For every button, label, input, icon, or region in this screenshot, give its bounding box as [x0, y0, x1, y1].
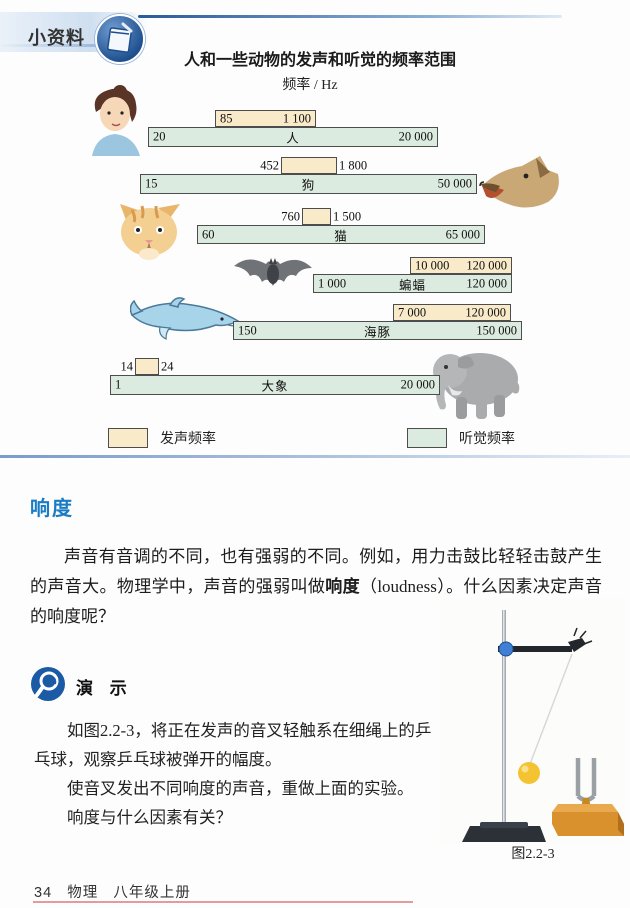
hearing-min: 20: [153, 129, 166, 144]
vocal-min: 85: [220, 111, 233, 125]
vocal-max: 1 800: [339, 158, 368, 172]
hearing-max: 65 000: [445, 227, 480, 241]
animal-name: 狗: [301, 178, 316, 193]
header-rule-bottom: [0, 44, 112, 47]
chart-title: 人和一些动物的发声和听觉的频率范围: [183, 52, 456, 69]
vocal-max: 24: [161, 359, 174, 373]
hearing-min: 60: [202, 227, 215, 241]
hearing-min: 15: [145, 176, 158, 191]
legend-hearing-swatch: [407, 428, 447, 448]
page-footer: 34 物理 八年级上册: [34, 881, 191, 902]
vocal-max: 1 100: [282, 111, 311, 125]
vocal-max: 120 000: [466, 258, 507, 272]
elephant-illustration: [433, 353, 520, 419]
section-heading-loudness: 响度: [30, 498, 74, 520]
animal-name: 人: [286, 131, 300, 146]
legend-hearing-label: 听觉频率: [459, 432, 515, 447]
hearing-bar-cat: 60 猫 65 000: [197, 225, 485, 244]
notebook-icon: [95, 14, 145, 64]
page-number: 34: [34, 885, 53, 901]
footer-rule: [33, 901, 413, 903]
figure-tuning-fork-experiment: [440, 598, 625, 843]
dolphin-illustration: [130, 297, 241, 340]
loudness-text-after: （loudness）。什么因素决定声音的响度呢？: [30, 577, 603, 626]
header-rule-top: [138, 15, 562, 18]
vocal-bar-human: 85 1 100: [215, 110, 316, 127]
hearing-max: 20 000: [400, 377, 435, 392]
vocal-min: 10 000: [415, 258, 450, 272]
vocal-bar-bat: 10 000 120 000: [410, 257, 512, 274]
section-divider: [0, 455, 630, 458]
footer-book: 八年级上册: [113, 885, 191, 901]
sidenote-badge: 小资料: [28, 28, 85, 48]
demo-section-label: 演 示: [76, 679, 133, 698]
vocal-bar-cat: 760 1 500: [281, 208, 361, 225]
hearing-bar-elephant: 1 大象 20 000: [110, 375, 440, 395]
hearing-min: 1 000: [318, 276, 347, 290]
hearing-min: 150: [238, 323, 257, 337]
vocal-min: 452: [260, 158, 279, 172]
loudness-text-before: 声音有音调的不同，也有强弱的不同。例如，用力击鼓比轻轻击鼓产生的声音大。物理学中…: [30, 547, 602, 596]
demo-paragraph-3: 响度与什么因素有关？: [67, 808, 232, 827]
vocal-bar-dog: 452 1 800: [260, 157, 367, 174]
vocal-max: 1 500: [333, 209, 362, 223]
vocal-min: 7 000: [398, 305, 427, 319]
legend-vocal-swatch: [108, 428, 148, 448]
demo-icon: [31, 667, 65, 701]
demo-paragraph-1: 如图2.2-3，将正在发声的音叉轻触系在细绳上的乒乓球，观察乒乓球被弹开的幅度。: [34, 721, 432, 769]
animal-name: 猫: [334, 229, 348, 243]
cat-illustration: [120, 204, 180, 260]
demo-paragraph-2: 使音叉发出不同响度的声音，重做上面的实验。: [67, 779, 414, 798]
hearing-bar-dog: 15 狗 50 000: [140, 174, 477, 194]
hearing-max: 120 000: [466, 276, 507, 290]
vocal-bar-dolphin: 7 000 120 000: [393, 304, 511, 321]
human-illustration: [92, 85, 140, 156]
vocal-min: 760: [281, 209, 300, 223]
hearing-max: 150 000: [476, 323, 517, 337]
hearing-max: 50 000: [437, 176, 472, 191]
bat-illustration: [234, 258, 312, 286]
vocal-min: 14: [120, 359, 134, 373]
hearing-bar-human: 20 人 20 000: [148, 127, 438, 147]
hearing-min: 1: [115, 377, 122, 392]
dog-illustration: [479, 156, 559, 208]
chart-axis-unit: 频率 / Hz: [282, 78, 338, 93]
legend-hearing: 听觉频率: [407, 428, 515, 448]
hearing-bar-dolphin: 150 海豚 150 000: [233, 321, 522, 340]
footer-subject: 物理: [67, 885, 99, 901]
vocal-max: 120 000: [465, 305, 506, 319]
vocal-bar-elephant: 14 24: [121, 358, 174, 375]
animal-name: 大象: [261, 379, 289, 394]
hearing-max: 20 000: [398, 129, 433, 144]
loudness-paragraph: 声音有音调的不同，也有强弱的不同。例如，用力击鼓比轻轻击鼓产生的声音大。物理学中…: [30, 542, 602, 632]
figure-caption: 图2.2-3: [511, 847, 555, 862]
animal-name: 海豚: [363, 325, 391, 339]
animal-name: 蝙蝠: [398, 278, 426, 292]
legend-vocal: 发声频率: [108, 428, 216, 448]
hearing-bar-bat: 1 000 蝙蝠 120 000: [313, 274, 512, 293]
legend-vocal-label: 发声频率: [160, 432, 216, 447]
loudness-term-bold: 响度: [325, 577, 360, 596]
